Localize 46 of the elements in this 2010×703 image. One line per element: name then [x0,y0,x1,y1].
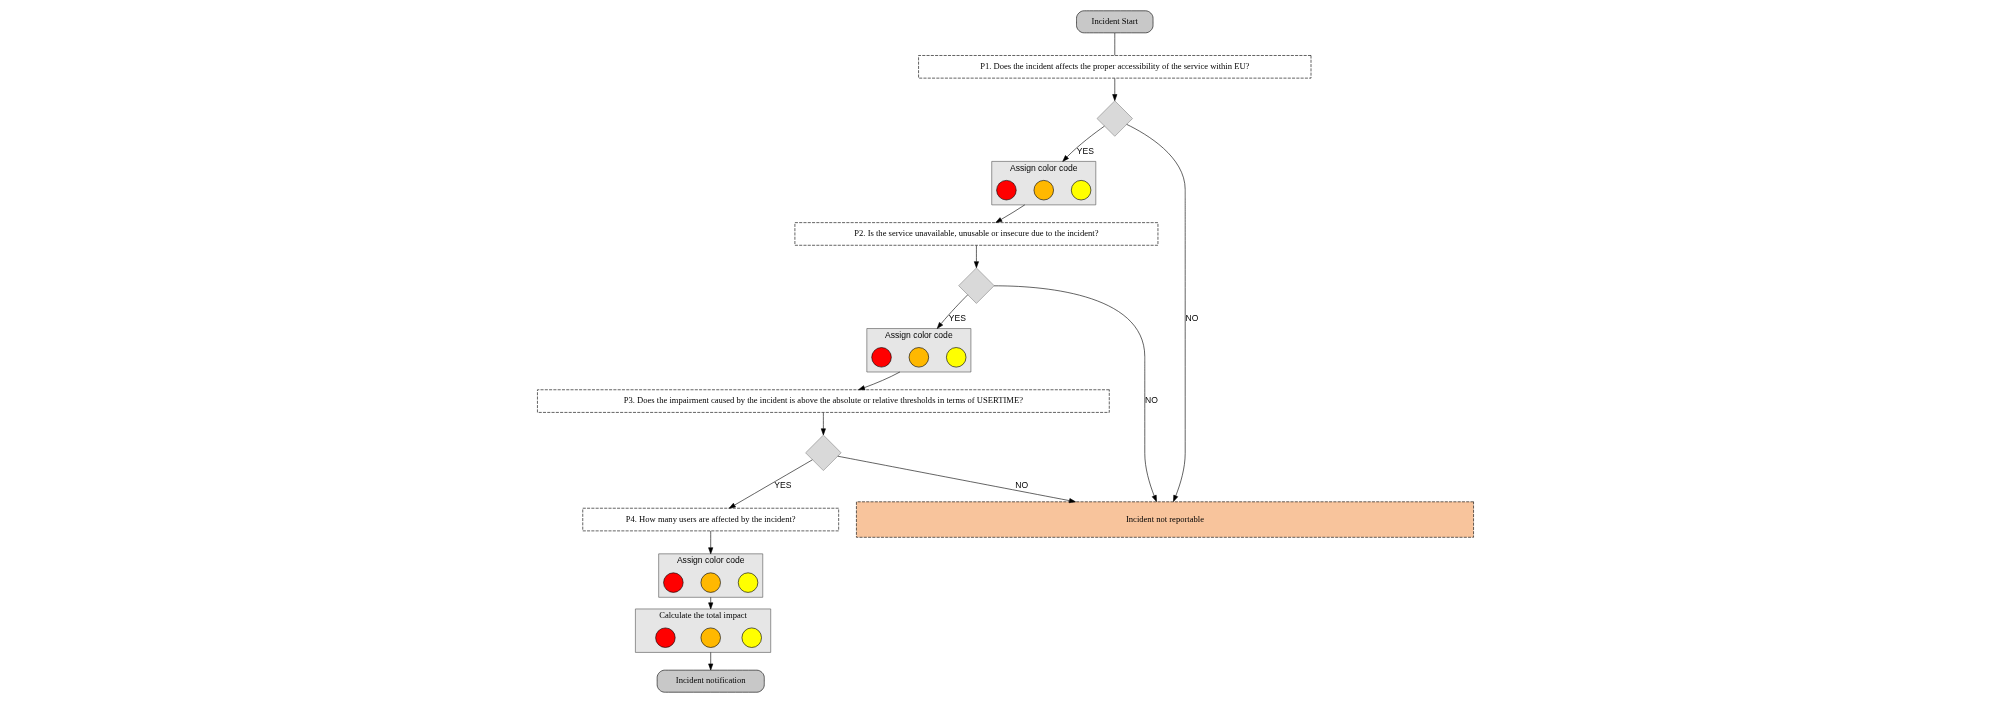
arrow [1111,78,1117,101]
arrow [936,294,968,329]
arrow [857,371,900,391]
node-circle [741,627,762,648]
node-box: P3. Does the impairment caused by the incident is above the absolute or relative thresholds in terms of USERTIME? [536,389,1110,413]
edge-label: NO [1014,480,1028,491]
cluster: Assign color code [866,328,971,373]
arrow [994,204,1025,223]
node-circle [737,572,758,593]
node-box: Incident not reportable [855,501,1474,538]
node-circle [870,347,892,368]
node-circle [908,347,929,368]
node-box: Incident notification [656,669,765,693]
node-circle [995,180,1016,201]
node-circle [700,572,721,593]
arrow [1125,124,1185,502]
cluster: Calculate the total impact [634,608,771,653]
node-box: P2. Is the service unavailable, unusable or insecure due to the incident? [794,222,1158,246]
arrow [1061,125,1105,162]
cluster: Assign color code [657,553,763,598]
arrow [973,245,979,269]
node-circle [1033,180,1054,201]
arrow [728,459,813,509]
node-circle [945,347,966,368]
arrow [707,652,713,671]
node-circle [700,627,721,648]
cluster: Assign color code [990,161,1096,206]
arrow [707,597,713,610]
node-circle [1070,180,1091,201]
node-box: Incident Start [1075,10,1153,34]
node-box: P1. Does the incident affects the proper accessibility of the service within EU? [917,55,1311,79]
node-diamond [804,434,841,471]
arrow [820,412,826,436]
edge-label: NO [1185,313,1198,324]
arrow [837,455,1076,504]
node-diamond [957,267,994,304]
edge-label: YES [1076,146,1094,157]
edge-label: NO [1144,395,1158,406]
arrow [707,530,713,555]
node-circle [662,572,683,593]
edge-label: YES [948,313,966,324]
node-circle [654,627,675,648]
edge-label: YES [773,480,792,491]
node-box: P4. How many users are affected by the incident? [581,507,839,532]
arrow [993,285,1157,502]
node-diamond [1096,100,1133,137]
